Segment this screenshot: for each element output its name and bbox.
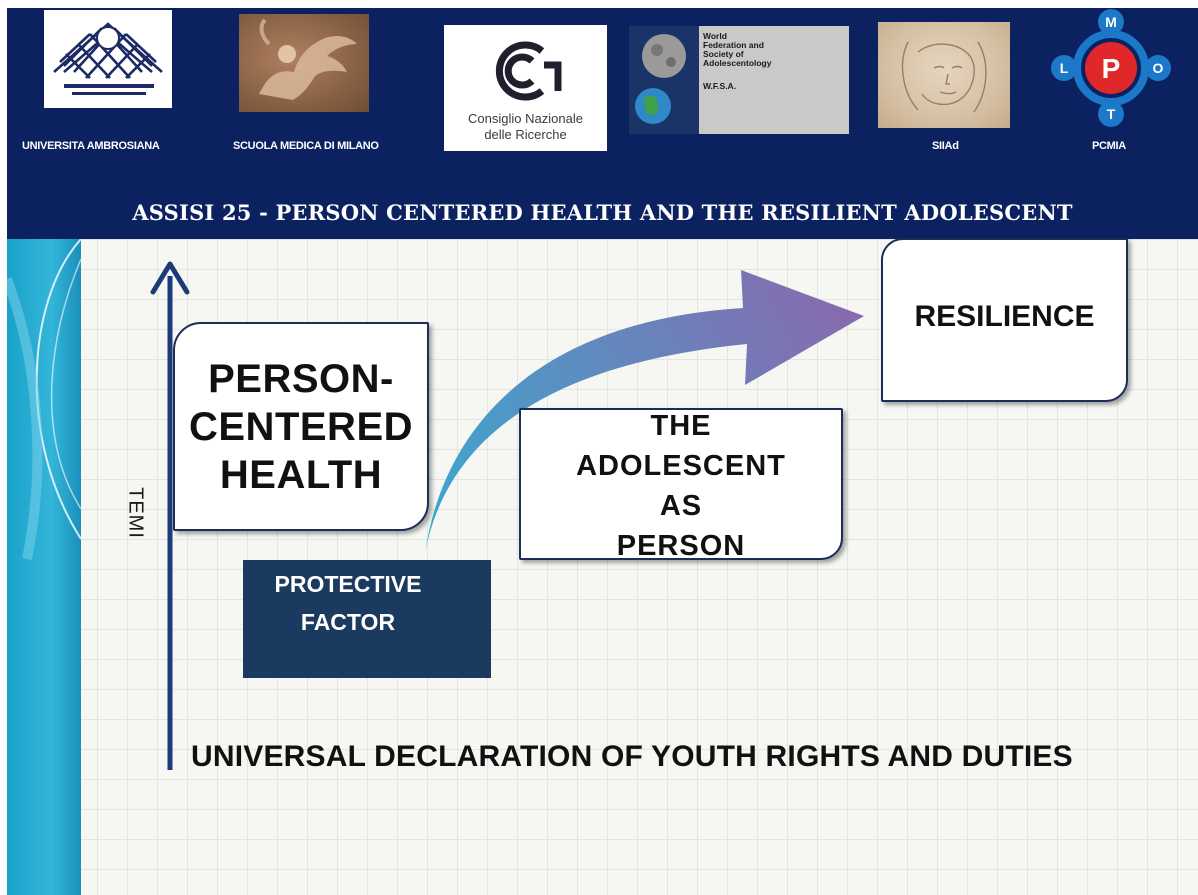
- siiad-caption: SIIAd: [932, 140, 959, 152]
- banner-title: ASSISI 25 - PERSON CENTERED HEALTH AND T…: [132, 200, 1073, 225]
- pcmia-logo: M L P O T: [1033, 8, 1183, 133]
- person-centered-health-box: PERSON- CENTERED HEALTH: [173, 322, 429, 531]
- wfsa-line-3: Society of: [703, 49, 744, 59]
- diagram-arrows: [150, 261, 864, 770]
- adolescent-as-person-box: THE ADOLESCENT AS PERSON: [519, 408, 843, 562]
- cnr-line-1: Consiglio Nazionale: [468, 111, 583, 126]
- curved-arrow: [425, 270, 864, 553]
- wfsa-line-1: World: [703, 31, 727, 41]
- aap-line-1: THE: [650, 410, 712, 442]
- pcmia-letter-p: P: [1102, 53, 1121, 84]
- pf-line-2: FACTOR: [300, 609, 396, 635]
- wfsa-logo: World Federation and Society of Adolesce…: [629, 26, 849, 134]
- wfsa-line-2: Federation and: [703, 40, 764, 50]
- temi-axis-label: TEMI: [124, 487, 147, 539]
- header-banner: UNIVERSITA AMBROSIANA SCUOLA MEDICA DI M…: [7, 8, 1198, 239]
- siiad-logo: [878, 22, 1010, 128]
- pch-line-1: PERSON-: [208, 356, 394, 401]
- aap-line-3: AS: [659, 490, 703, 522]
- pcmia-letter-l: L: [1060, 60, 1069, 76]
- slide: UNIVERSITA AMBROSIANA SCUOLA MEDICA DI M…: [7, 8, 1198, 895]
- aap-line-2: ADOLESCENT: [576, 450, 786, 482]
- wfsa-globes: [629, 26, 699, 134]
- cnr-logo: Consiglio Nazionale delle Ricerche: [444, 25, 607, 151]
- pf-line-1: PROTECTIVE: [274, 571, 422, 597]
- pcmia-caption: PCMIA: [1092, 140, 1126, 152]
- pcmia-letter-o: O: [1153, 60, 1164, 76]
- vertical-axis-arrowhead: [150, 261, 190, 295]
- pch-line-3: HEALTH: [219, 452, 383, 497]
- universal-declaration-label: UNIVERSAL DECLARATION OF YOUTH RIGHTS AN…: [191, 740, 1073, 773]
- pcmia-letter-t: T: [1107, 106, 1116, 122]
- pcmia-letter-m: M: [1105, 14, 1117, 30]
- pch-line-2: CENTERED: [188, 404, 414, 449]
- wfsa-text: World Federation and Society of Adolesce…: [703, 32, 771, 91]
- universita-ambrosiana-caption: UNIVERSITA AMBROSIANA: [22, 140, 160, 152]
- resilience-label: RESILIENCE: [914, 300, 1095, 333]
- scuola-medica-logo: [239, 14, 369, 112]
- cnr-logo-text: Consiglio Nazionale delle Ricerche: [444, 111, 607, 143]
- resilience-box: RESILIENCE: [881, 238, 1128, 402]
- decorative-sidebar: [7, 238, 82, 895]
- aap-line-4: PERSON: [616, 530, 746, 562]
- wfsa-line-4: Adolescentology: [703, 58, 772, 68]
- scuola-medica-caption: SCUOLA MEDICA DI MILANO: [233, 140, 379, 152]
- wfsa-line-5: W.F.S.A.: [703, 81, 737, 91]
- protective-factor-box: PROTECTIVE FACTOR: [243, 560, 491, 678]
- cnr-line-2: delle Ricerche: [484, 127, 567, 142]
- universita-ambrosiana-logo: [44, 10, 172, 108]
